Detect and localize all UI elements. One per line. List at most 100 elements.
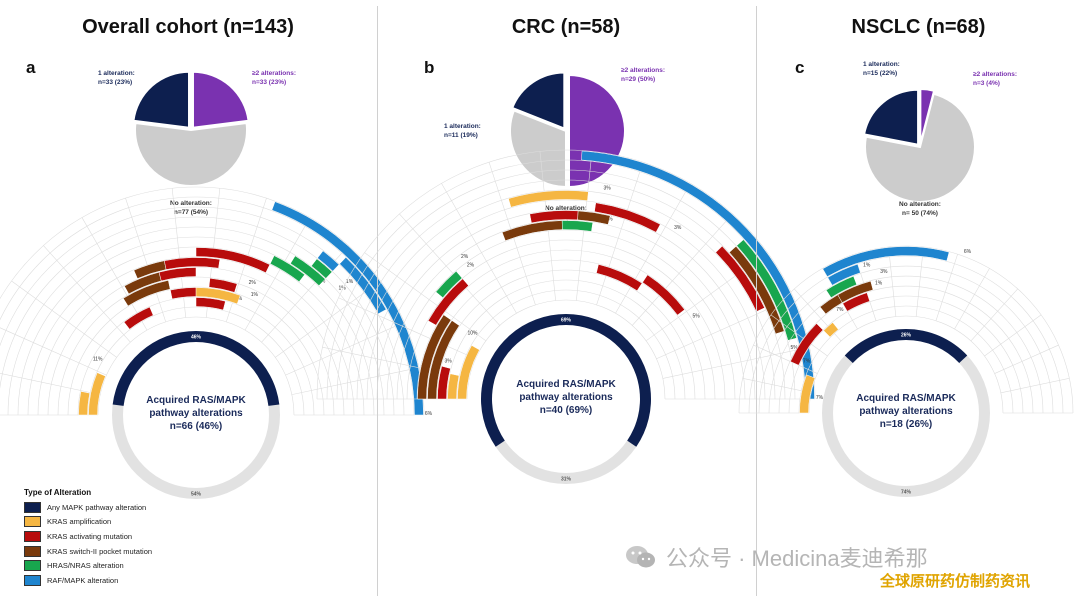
grid-spoke xyxy=(0,327,107,376)
ring-percent-label: 5% xyxy=(692,314,700,320)
grid-arc xyxy=(27,246,365,416)
legend-label: HRAS/NRAS alteration xyxy=(47,561,124,571)
center-text: Acquired RAS/MAPK xyxy=(856,393,956,404)
pie-value: n=33 (23%) xyxy=(252,79,286,86)
grid-arc xyxy=(7,226,385,416)
grid-spoke xyxy=(753,344,818,374)
ring-segment xyxy=(842,292,871,312)
grid-arc xyxy=(416,249,716,400)
watermark-subtitle: 全球原研药仿制药资讯 xyxy=(880,573,1031,590)
ring-segment xyxy=(158,267,197,282)
grid-spoke xyxy=(662,346,810,379)
ring-segment xyxy=(437,365,451,400)
legend-label: KRAS amplification xyxy=(47,517,112,527)
ring-segment xyxy=(195,247,271,274)
panel-title: NSCLC (n=68) xyxy=(851,16,986,38)
ring-percent-label: 1% xyxy=(875,280,883,286)
grid-arc xyxy=(77,296,315,416)
ring-segment xyxy=(427,278,469,326)
ring-segment xyxy=(790,323,824,366)
legend-swatch xyxy=(24,516,41,528)
center-text: Acquired RAS/MAPK xyxy=(516,379,616,390)
pie-slice xyxy=(510,71,566,130)
pie-slice xyxy=(862,88,920,146)
inner-arc-label: 69% xyxy=(561,318,572,324)
ring-percent-label: 3% xyxy=(880,269,888,275)
ring-segment xyxy=(642,274,685,316)
grid-arc xyxy=(396,229,736,400)
inner-arc xyxy=(844,329,968,364)
panel-c-chart: 1 alteration:n=15 (22%)≥2 alterations:n=… xyxy=(738,61,1074,497)
pie-label: 1 alteration: xyxy=(863,61,900,68)
panel-title: Overall cohort (n=143) xyxy=(82,16,294,38)
ring-segment xyxy=(577,210,611,225)
pie-slice xyxy=(864,92,976,203)
no-alteration-label: 74% xyxy=(901,490,912,496)
legend-item: HRAS/NRAS alteration xyxy=(24,558,214,573)
radial-grid xyxy=(0,186,425,416)
legend-item: KRAS amplification xyxy=(24,515,214,530)
legend-swatch xyxy=(24,545,41,557)
grid-arc xyxy=(386,219,746,400)
ring-segment xyxy=(823,322,839,338)
grid-arc xyxy=(406,239,726,400)
grid-arc xyxy=(17,236,375,416)
pie-label: ≥2 alterations: xyxy=(252,70,296,77)
pie-slice xyxy=(132,70,191,129)
ring-percent-label: 1% xyxy=(338,286,346,292)
grid-arc xyxy=(758,265,1054,414)
grid-arc xyxy=(0,196,415,416)
inner-arc xyxy=(112,330,280,406)
center-text: pathway alterations xyxy=(519,392,613,403)
ring-segment xyxy=(78,391,91,416)
pie-label: ≥2 alterations: xyxy=(621,67,665,74)
center-text: n=18 (26%) xyxy=(880,419,933,430)
panel-b: CRC (n=58) b 1 alteration:n=11 (19%)≥2 a… xyxy=(316,0,824,601)
wechat-icon xyxy=(626,546,655,568)
pie-slice xyxy=(509,109,567,189)
legend-item: RAF/MAPK alteration xyxy=(24,573,214,588)
grid-arc xyxy=(47,266,345,416)
legend-title: Type of Alteration xyxy=(24,488,92,497)
pie-label: No alteration: xyxy=(899,201,941,208)
legend-item: KRAS activating mutation xyxy=(24,529,214,544)
grid-arc xyxy=(436,269,696,400)
legend-label: KRAS switch-II pocket mutation xyxy=(47,546,153,556)
grid-spoke xyxy=(742,377,812,394)
grid-spoke xyxy=(915,246,924,317)
grid-spoke xyxy=(1000,377,1070,394)
ring-segment xyxy=(311,258,333,279)
ring-segment xyxy=(122,280,171,307)
center-text: n=66 (46%) xyxy=(170,421,223,432)
ring-segment xyxy=(163,257,221,270)
grid-arc xyxy=(426,259,706,400)
grid-arc xyxy=(738,245,1074,414)
grid-spoke xyxy=(11,280,117,358)
grid-spoke xyxy=(970,288,1018,342)
grid-spoke xyxy=(632,213,733,326)
grid-spoke xyxy=(984,314,1042,357)
inner-arc-label: 46% xyxy=(191,335,202,341)
grid-arc xyxy=(57,276,335,416)
pie-value: n=15 (22%) xyxy=(863,70,897,77)
ring-segment xyxy=(88,372,106,416)
grid-spoke xyxy=(888,246,897,317)
ring-segment xyxy=(290,255,326,286)
ring-segment xyxy=(195,297,226,311)
inner-arc-label: 26% xyxy=(901,333,912,339)
grid-arc xyxy=(316,149,816,400)
ring-segment xyxy=(417,314,452,400)
ring-segment xyxy=(736,239,797,341)
grid-arc xyxy=(346,179,786,400)
ring-percent-label: 6% xyxy=(425,411,433,417)
legend-swatch xyxy=(24,530,41,542)
grid-spoke xyxy=(81,217,148,331)
inner-arc xyxy=(481,314,651,447)
grid-spoke xyxy=(935,254,958,321)
legend-item: KRAS switch-II pocket mutation xyxy=(24,544,214,559)
center-text: pathway alterations xyxy=(149,408,243,419)
grid-spoke xyxy=(0,373,101,395)
ring-percent-label: 10% xyxy=(467,331,478,337)
ring-segment xyxy=(508,190,589,208)
pie-label: No alteration: xyxy=(170,200,212,207)
